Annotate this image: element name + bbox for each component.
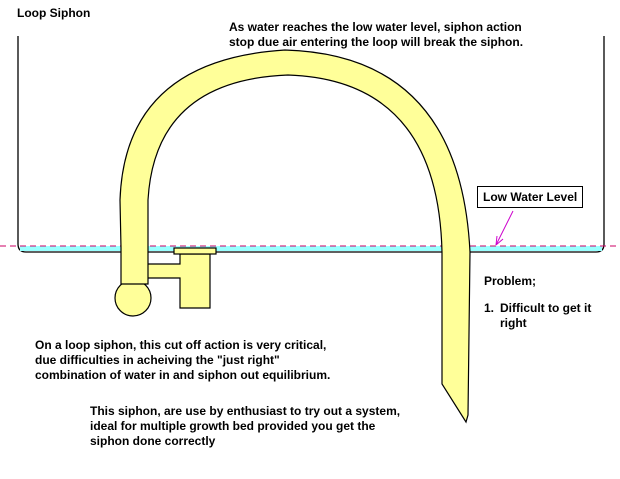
problem-item-line: right: [500, 316, 527, 330]
low-water-arrowhead: [495, 235, 504, 246]
top-note-line: stop due air entering the loop will brea…: [229, 35, 524, 49]
elbow-fitting: [114, 279, 152, 317]
problem-item-number: 1.: [484, 301, 495, 315]
bottom-note: This siphon, are use by enthusiast to tr…: [90, 404, 400, 449]
siphon-pipe: [119, 49, 471, 424]
problem-section: Problem; 1. Difficult to get it right: [484, 274, 591, 331]
bottom-note-line: ideal for multiple growth bed provided y…: [90, 419, 376, 433]
grow-bed-outline: [17, 36, 605, 253]
diagram-title: Loop Siphon: [17, 6, 91, 20]
bottom-note-line: This siphon, are use by enthusiast to tr…: [90, 404, 401, 418]
bulkhead-fitting: [173, 247, 217, 255]
water-layer: [20, 246, 602, 251]
problem-item: 1. Difficult to get it right: [484, 301, 591, 331]
low-water-arrow: [495, 210, 514, 246]
problem-list: 1. Difficult to get it right: [484, 301, 591, 331]
drain-connector: [145, 253, 211, 309]
left-note: On a loop siphon, this cut off action is…: [35, 338, 330, 383]
top-note-line: As water reaches the low water level, si…: [229, 20, 522, 34]
left-note-line: combination of water in and siphon out e…: [35, 368, 331, 382]
top-note: As water reaches the low water level, si…: [229, 20, 523, 50]
problem-item-line: Difficult to get it: [500, 301, 592, 315]
low-water-level-label: Low Water Level: [477, 186, 584, 208]
problem-heading: Problem;: [484, 274, 537, 288]
left-note-line: On a loop siphon, this cut off action is…: [35, 338, 327, 352]
bottom-note-line: siphon done correctly: [90, 434, 216, 448]
left-note-line: due difficulties in acheiving the "just …: [35, 353, 280, 367]
